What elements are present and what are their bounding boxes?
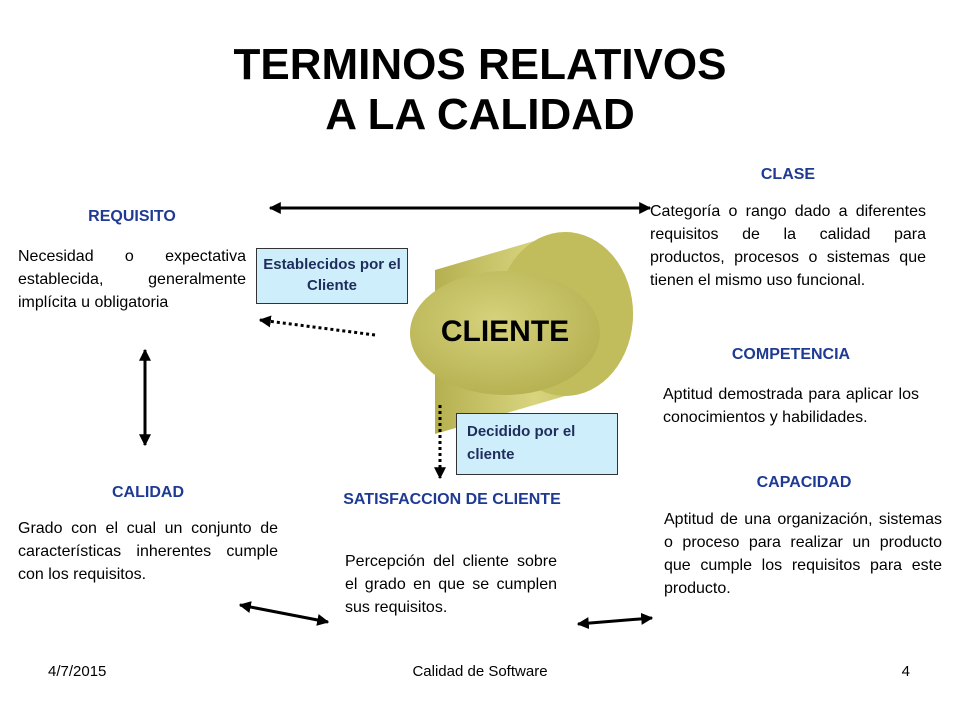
arrow-calidad-satisfaccion bbox=[238, 601, 330, 626]
competencia-heading: COMPETENCIA bbox=[731, 346, 851, 363]
footer-course: Calidad de Software bbox=[412, 663, 548, 680]
clase-definition: Categoría o rango dado a diferentes requ… bbox=[650, 203, 926, 289]
requisito-heading: REQUISITO bbox=[88, 208, 176, 225]
arrow-satisfaccion-capacidad bbox=[576, 612, 654, 630]
satisfaccion-heading: SATISFACCION DE CLIENTE bbox=[343, 491, 561, 508]
cliente-cylinder bbox=[410, 232, 633, 434]
slide-title-line-1: TERMINOS RELATIVOS bbox=[233, 40, 727, 89]
footer-page-number: 4 bbox=[901, 663, 910, 680]
capacidad-heading: CAPACIDAD bbox=[756, 474, 852, 491]
decided-by-client-box: Decidido por el cliente bbox=[456, 413, 618, 475]
slide-title-line-2: A LA CALIDAD bbox=[325, 90, 635, 139]
capacidad-definition: Aptitud de una organización, sistemas o … bbox=[664, 511, 942, 597]
competencia-definition: Aptitud demostrada para aplicar los cono… bbox=[663, 386, 919, 426]
established-by-client-box: Establecidos por el Cliente bbox=[256, 248, 408, 304]
footer-date: 4/7/2015 bbox=[48, 663, 107, 680]
satisfaccion-definition: Percepción del cliente sobre el grado en… bbox=[345, 553, 557, 616]
calidad-heading: CALIDAD bbox=[112, 484, 184, 501]
cliente-label: CLIENTE bbox=[440, 315, 570, 348]
requisito-definition: Necesidad o expectativa establecida, gen… bbox=[18, 248, 246, 311]
calidad-definition: Grado con el cual un conjunto de caracte… bbox=[18, 520, 278, 583]
clase-heading: CLASE bbox=[760, 166, 816, 183]
dotted-arrow-cliente-requisito bbox=[258, 315, 376, 337]
